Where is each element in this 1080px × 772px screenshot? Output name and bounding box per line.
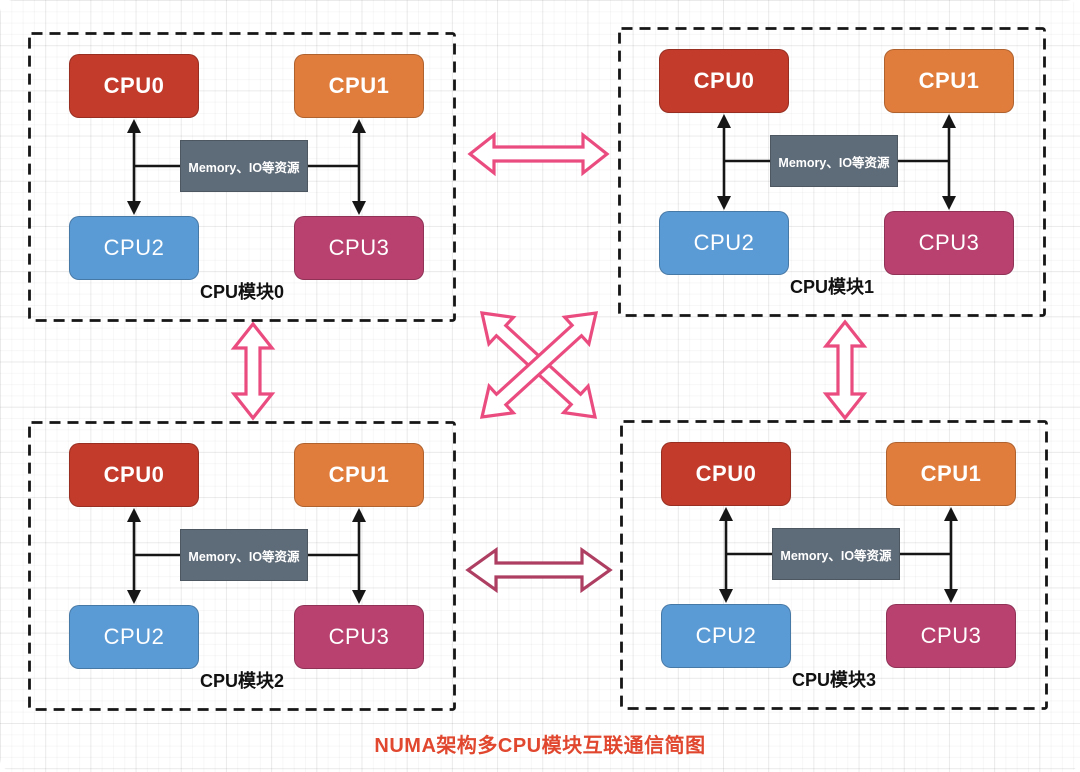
cpu3-node: CPU3 — [294, 605, 424, 669]
module-0-title: CPU模块0 — [199, 282, 284, 302]
double-arrow-diagonal-tl-br — [479, 311, 598, 419]
cpu1-node: CPU1 — [294, 443, 424, 507]
arrowhead-up-right — [352, 508, 366, 522]
cpu3-node: CPU3 — [294, 216, 424, 280]
diagram-title: NUMA架构多CPU模块互联通信简图 — [374, 735, 706, 757]
arrowhead-down-left — [127, 201, 141, 215]
memory-node: Memory、IO等资源 — [770, 135, 898, 187]
arrowhead-up-left — [127, 119, 141, 133]
arrowhead-down-right — [352, 201, 366, 215]
memory-label: Memory、IO等资源 — [778, 155, 890, 170]
cpu0-node: CPU0 — [69, 54, 199, 118]
arrowhead-up-left — [717, 114, 731, 128]
arrowhead-up-right — [944, 507, 958, 521]
cpu0-label: CPU0 — [693, 68, 755, 93]
double-arrow-right-vertical — [822, 319, 868, 421]
cpu1-label: CPU1 — [328, 462, 390, 487]
double-arrow-bottom-horizontal — [465, 546, 613, 594]
module-1-lines — [618, 27, 1046, 317]
arrowhead-up-left — [719, 507, 733, 521]
module-2-title: CPU模块2 — [199, 671, 284, 691]
memory-label: Memory、IO等资源 — [780, 548, 892, 563]
arrowhead-down-right — [942, 196, 956, 210]
double-arrow-diagonal-bl-tr — [479, 311, 599, 419]
cpu2-label: CPU2 — [695, 623, 757, 648]
cpu3-label: CPU3 — [920, 623, 982, 648]
double-arrow-top-horizontal — [467, 131, 610, 177]
module-1-title: CPU模块1 — [789, 277, 874, 297]
module-dashed-border — [618, 27, 1046, 317]
cpu3-label: CPU3 — [328, 624, 390, 649]
cpu1-node: CPU1 — [886, 442, 1016, 506]
cpu2-label: CPU2 — [103, 235, 165, 260]
module-dashed-border — [28, 32, 456, 322]
cpu3-label: CPU3 — [918, 230, 980, 255]
cpu2-label: CPU2 — [103, 624, 165, 649]
arrowhead-down-left — [719, 589, 733, 603]
cpu2-node: CPU2 — [659, 211, 789, 275]
cpu2-node: CPU2 — [69, 216, 199, 280]
arrowhead-up-right — [942, 114, 956, 128]
cpu-module-0: CPU0 CPU1 Memory、IO等资源 CPU2 CPU3 CPU模块0 — [28, 32, 456, 322]
memory-label: Memory、IO等资源 — [188, 549, 300, 564]
cpu0-label: CPU0 — [103, 73, 165, 98]
cpu0-node: CPU0 — [661, 442, 791, 506]
cpu0-label: CPU0 — [695, 461, 757, 486]
cpu0-label: CPU0 — [103, 462, 165, 487]
arrowhead-down-left — [127, 590, 141, 604]
module-3-lines — [620, 420, 1048, 710]
arrowhead-up-right — [352, 119, 366, 133]
cpu3-label: CPU3 — [328, 235, 390, 260]
cpu0-node: CPU0 — [659, 49, 789, 113]
module-3-title: CPU模块3 — [791, 670, 876, 690]
cpu1-label: CPU1 — [920, 461, 982, 486]
cpu2-label: CPU2 — [693, 230, 755, 255]
memory-label: Memory、IO等资源 — [188, 160, 300, 175]
module-dashed-border — [28, 421, 456, 711]
memory-node: Memory、IO等资源 — [180, 529, 308, 581]
cpu1-label: CPU1 — [918, 68, 980, 93]
module-0-lines — [28, 32, 456, 322]
arrowhead-down-right — [944, 589, 958, 603]
cpu-module-3: CPU0 CPU1 Memory、IO等资源 CPU2 CPU3 CPU模块3 — [620, 420, 1048, 710]
cpu0-node: CPU0 — [69, 443, 199, 507]
memory-node: Memory、IO等资源 — [772, 528, 900, 580]
cpu1-node: CPU1 — [294, 54, 424, 118]
cpu2-node: CPU2 — [661, 604, 791, 668]
double-arrow-left-vertical — [230, 321, 276, 421]
cpu1-node: CPU1 — [884, 49, 1014, 113]
arrowhead-down-right — [352, 590, 366, 604]
module-dashed-border — [620, 420, 1048, 710]
memory-node: Memory、IO等资源 — [180, 140, 308, 192]
module-2-lines — [28, 421, 456, 711]
arrowhead-down-left — [717, 196, 731, 210]
arrowhead-up-left — [127, 508, 141, 522]
cpu3-node: CPU3 — [886, 604, 1016, 668]
cpu-module-1: CPU0 CPU1 Memory、IO等资源 CPU2 CPU3 CPU模块1 — [618, 27, 1046, 317]
cpu2-node: CPU2 — [69, 605, 199, 669]
cpu-module-2: CPU0 CPU1 Memory、IO等资源 CPU2 CPU3 CPU模块2 — [28, 421, 456, 711]
cpu3-node: CPU3 — [884, 211, 1014, 275]
cpu1-label: CPU1 — [328, 73, 390, 98]
